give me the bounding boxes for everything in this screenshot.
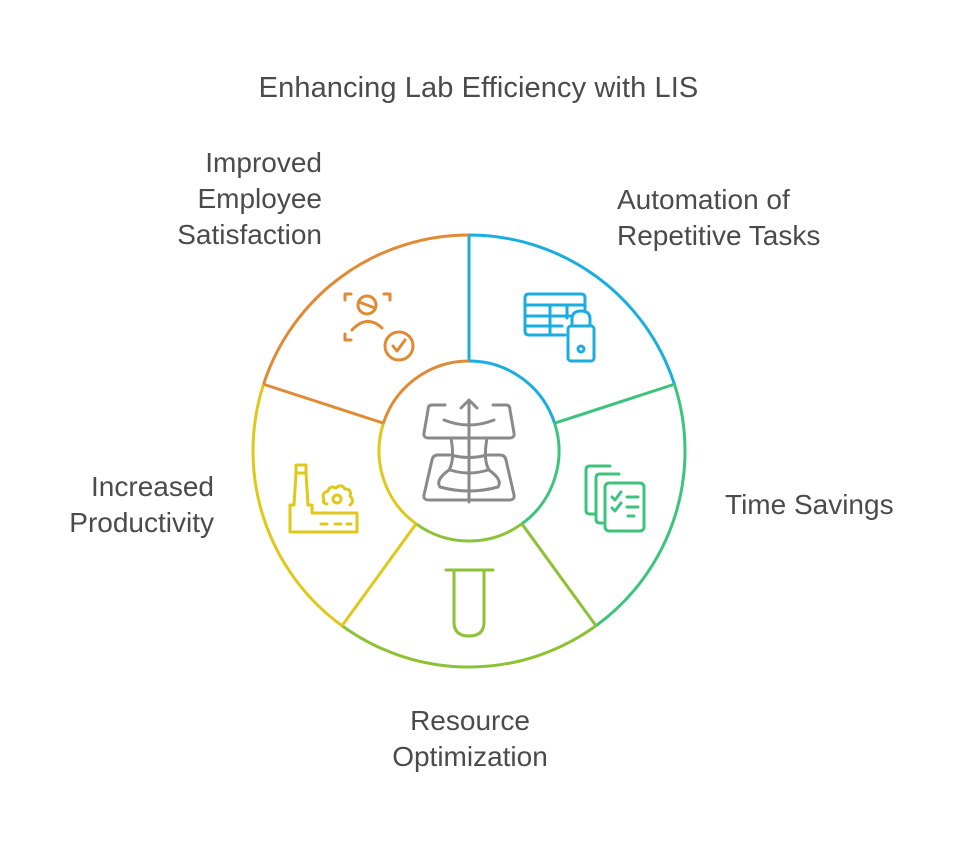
label-improved-employee-satisfaction: Improved Employee Satisfaction: [177, 145, 322, 253]
label-line: Repetitive Tasks: [617, 220, 821, 251]
factory-gear-icon: [288, 463, 359, 534]
label-line: Time Savings: [725, 489, 894, 520]
label-line: Automation of: [617, 184, 790, 215]
label-line: Satisfaction: [177, 219, 322, 250]
segment-divider-satisfaction: [263, 382, 384, 425]
label-line: Resource: [410, 705, 530, 736]
segment-inner-arc-time: [521, 422, 561, 526]
label-automation-of-repetitive-tasks: Automation of Repetitive Tasks: [617, 182, 820, 254]
label-line: Increased: [91, 471, 214, 502]
segment-inner-arc-satisfaction: [381, 359, 470, 424]
label-line: Productivity: [69, 507, 214, 538]
segment-inner-arc-productivity: [377, 422, 417, 526]
segment-outer-arc-resource: [341, 624, 597, 669]
label-line: Improved: [205, 147, 322, 178]
segment-divider-productivity: [340, 522, 418, 627]
table-lock-icon: [523, 292, 596, 363]
label-increased-productivity: Increased Productivity: [69, 469, 214, 541]
lab-information-system-icon: [422, 398, 516, 504]
label-line: Employee: [197, 183, 322, 214]
segment-outer-arc-satisfaction: [262, 233, 470, 385]
test-tube-icon: [444, 568, 495, 638]
segment-inner-arc-automation: [468, 359, 557, 424]
label-time-savings: Time Savings: [725, 487, 894, 523]
segment-outer-arc-productivity: [251, 383, 343, 627]
segment-divider-resource: [520, 522, 598, 627]
employee-check-icon: [343, 292, 415, 362]
segment-inner-arc-resource: [415, 522, 523, 543]
diagram-title: Enhancing Lab Efficiency with LIS: [258, 72, 699, 104]
checklist-documents-icon: [584, 464, 646, 533]
segment-outer-arc-time: [595, 383, 687, 627]
label-line: Optimization: [392, 741, 548, 772]
segment-divider-time: [554, 382, 675, 425]
wheel-segments: [251, 233, 687, 669]
segment-outer-arc-automation: [468, 233, 676, 385]
label-resource-optimization: Resource Optimization: [0, 703, 940, 775]
